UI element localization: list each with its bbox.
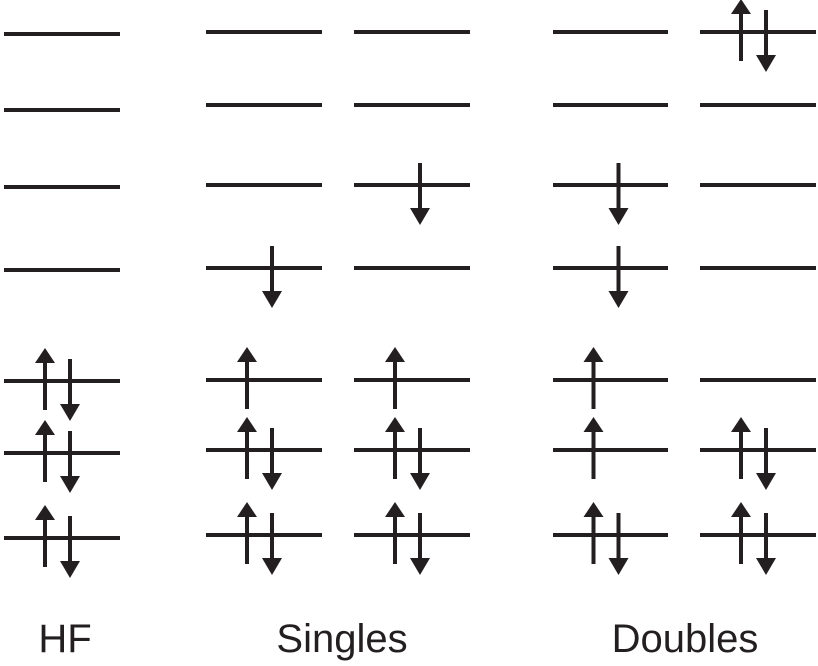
spin-up-arrow-icon <box>35 348 55 363</box>
label-hf: HF <box>38 617 91 661</box>
spin-down-arrow-icon <box>608 208 629 225</box>
spin-up-arrow-icon <box>583 417 604 432</box>
spin-down-arrow-icon <box>262 558 282 575</box>
spin-up-arrow-icon <box>731 502 751 517</box>
spin-down-arrow-icon <box>756 473 776 490</box>
spin-up-arrow-icon <box>385 502 405 517</box>
spin-up-arrow-icon <box>237 417 257 432</box>
spin-up-arrow-icon <box>385 417 405 432</box>
spin-up-arrow-icon <box>583 347 604 362</box>
spin-down-arrow-icon <box>262 291 282 308</box>
spin-down-arrow-icon <box>608 291 629 308</box>
spin-down-arrow-icon <box>60 404 80 421</box>
spin-up-arrow-icon <box>237 347 257 362</box>
spin-down-arrow-icon <box>756 558 776 575</box>
spin-up-arrow-icon <box>35 420 55 435</box>
spin-down-arrow-icon <box>60 476 80 493</box>
label-singles: Singles <box>276 617 407 661</box>
spin-up-arrow-icon <box>583 502 604 517</box>
spin-down-arrow-icon <box>608 558 629 575</box>
spin-down-arrow-icon <box>756 55 776 72</box>
spin-up-arrow-icon <box>731 417 751 432</box>
spin-up-arrow-icon <box>731 0 751 14</box>
spin-down-arrow-icon <box>60 561 80 578</box>
spin-down-arrow-icon <box>410 208 430 225</box>
spin-down-arrow-icon <box>410 558 430 575</box>
spin-up-arrow-icon <box>385 347 405 362</box>
spin-down-arrow-icon <box>410 473 430 490</box>
spin-down-arrow-icon <box>262 473 282 490</box>
spin-up-arrow-icon <box>237 502 257 517</box>
spin-up-arrow-icon <box>35 505 55 520</box>
label-doubles: Doubles <box>612 617 759 661</box>
